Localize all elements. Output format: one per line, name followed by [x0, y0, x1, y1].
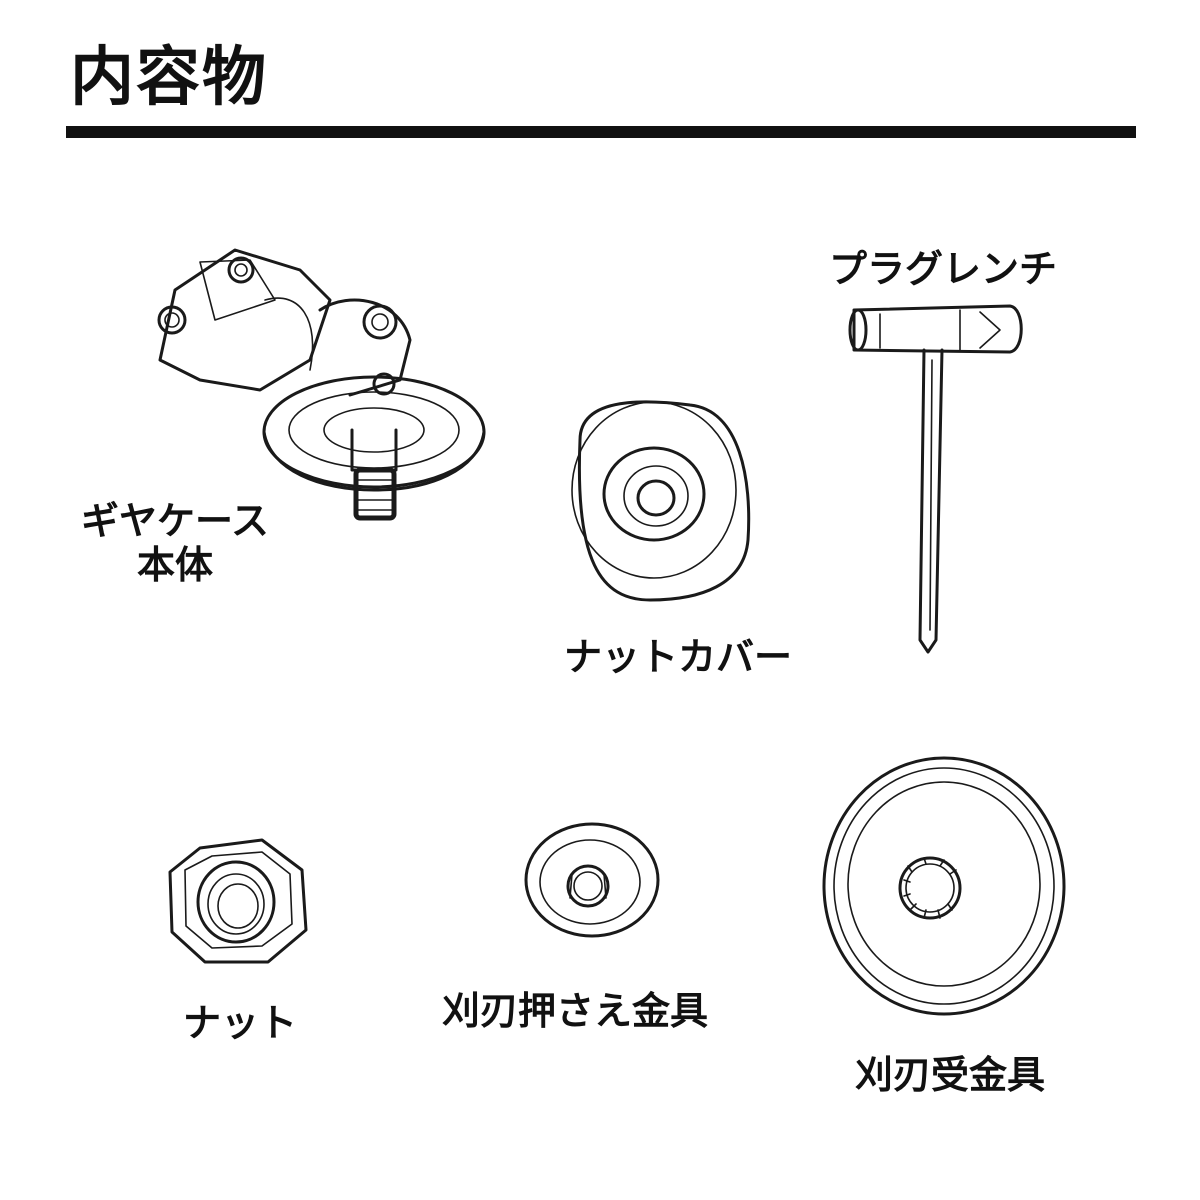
- plug-wrench-label: プラグレンチ: [828, 247, 1057, 291]
- title-underline: [66, 126, 1136, 138]
- page-title: 内容物: [70, 41, 268, 115]
- gear-case-label-line2: 本体: [136, 542, 213, 587]
- nut-illustration: [168, 838, 308, 964]
- blade-press-label: 刈刃押さえ金具: [441, 989, 708, 1033]
- nut-cover-illustration: [571, 400, 751, 602]
- blade-receiver-illustration: [822, 756, 1066, 1016]
- gear-case-label-line1: ギヤケース: [80, 499, 270, 543]
- nut-cover-label: ナットカバー: [563, 635, 792, 679]
- gear-case-label: ギヤケース 本体: [70, 499, 280, 587]
- plug-wrench-illustration: [848, 304, 1023, 654]
- gear-case-illustration: [157, 248, 486, 521]
- blade-receiver-label: 刈刃受金具: [854, 1053, 1045, 1097]
- nut-label: ナット: [182, 1001, 297, 1045]
- blade-press-illustration: [524, 822, 660, 938]
